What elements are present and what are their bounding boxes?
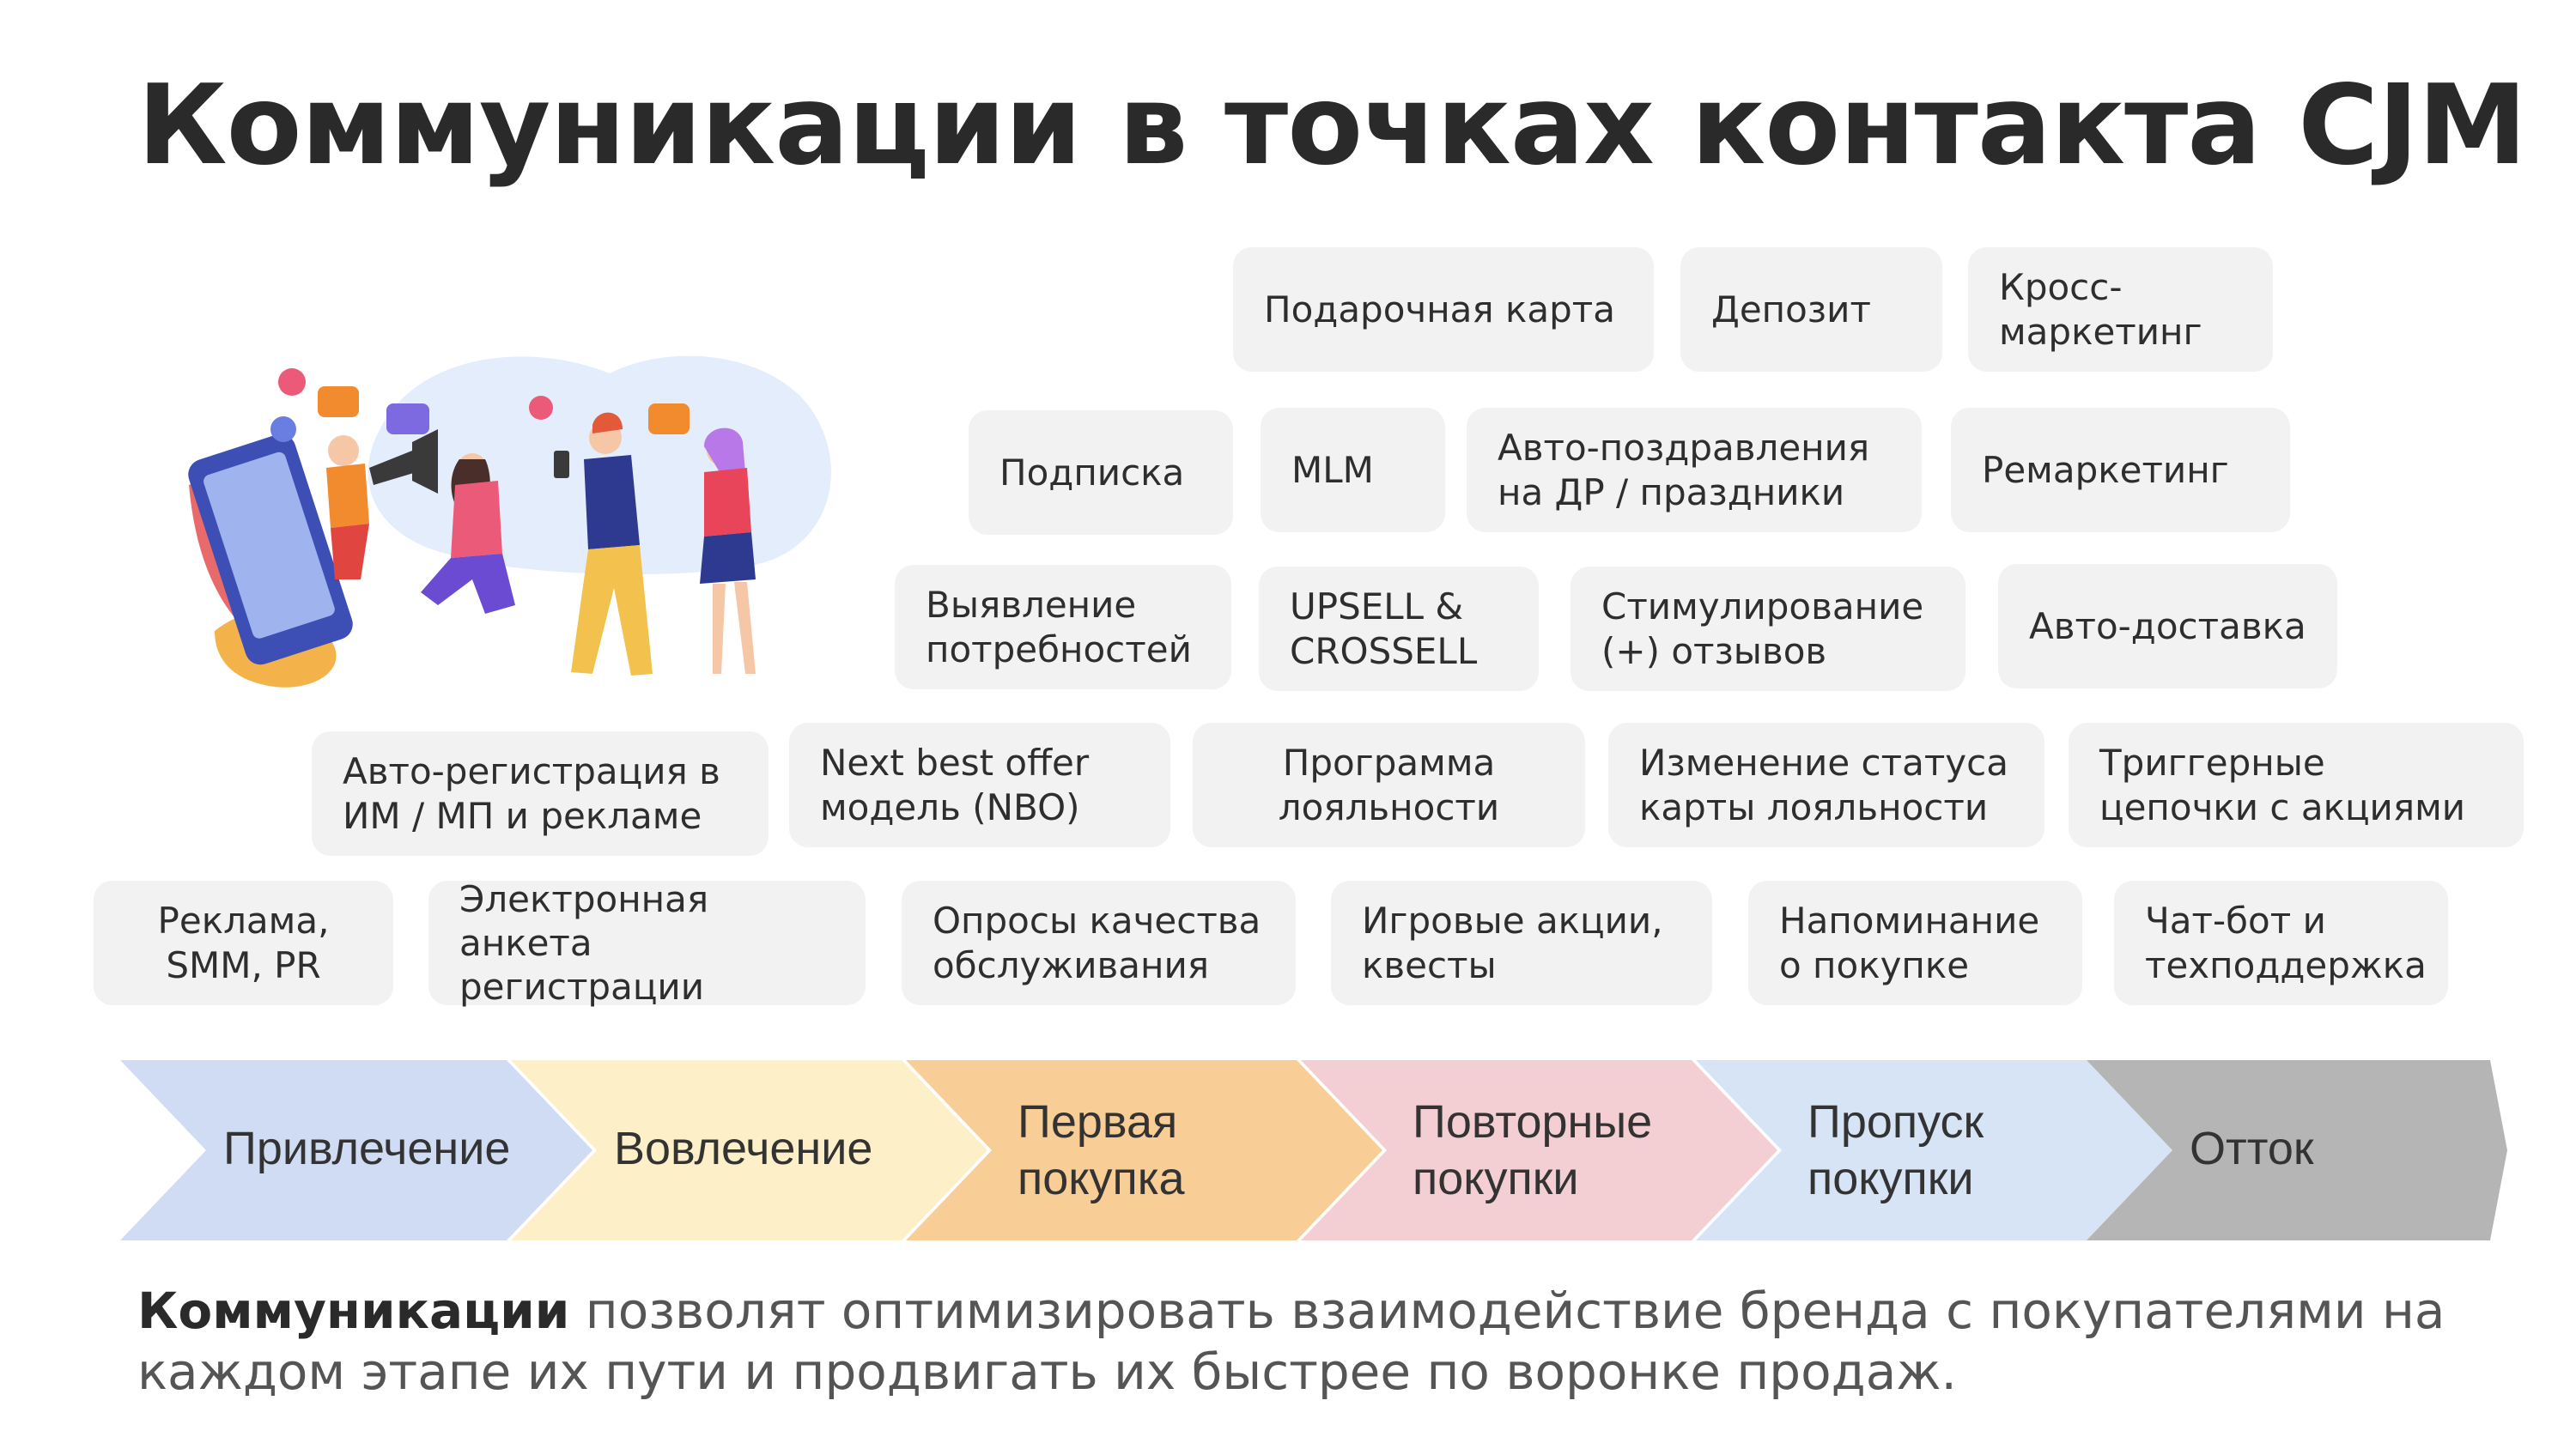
touchpoint-nbo: Next best offer модель (NBO) — [789, 723, 1170, 847]
touchpoint-purchase-reminder: Напоминание о покупке — [1748, 881, 2082, 1005]
stage-label-attraction: Привлечение — [223, 1123, 511, 1174]
stage-label-engagement: Вовлечение — [614, 1123, 873, 1174]
touchpoint-registration-form: Электронная анкета регистрации — [428, 878, 866, 1008]
footer-bold: Коммуникации — [137, 1282, 570, 1340]
touchpoint-game-promos: Игровые акции, квесты — [1331, 881, 1712, 1005]
touchpoint-cross-marketing: Кросс- маркетинг — [1968, 247, 2273, 372]
touchpoint-ads: Реклама, SMM, PR — [94, 881, 393, 1005]
touchpoint-loyalty-program: Программа лояльности — [1193, 723, 1585, 847]
touchpoint-trigger-chains: Триггерные цепочки с акциями — [2069, 723, 2524, 847]
stage-label-churn: Отток — [2190, 1123, 2314, 1174]
touchpoint-chatbot: Чат-бот и техподдержка — [2114, 881, 2448, 1005]
stage-arrow-engagement — [511, 1060, 987, 1240]
stage-arrow-skipped-purchase — [1696, 1060, 2172, 1240]
touchpoint-auto-greetings: Авто-поздравления на ДР / праздники — [1467, 408, 1922, 532]
touchpoint-quality-surveys: Опросы качества обслуживания — [902, 881, 1296, 1005]
stage-label-first-purchase: Первая покупка — [1018, 1096, 1185, 1204]
touchpoint-needs-discovery: Выявление потребностей — [895, 565, 1231, 689]
communication-illustration — [188, 355, 831, 688]
touchpoint-loyalty-status: Изменение статуса карты лояльности — [1608, 723, 2044, 847]
touchpoint-upsell: UPSELL & CROSSELL — [1259, 567, 1539, 691]
touchpoint-deposit: Депозит — [1680, 247, 1942, 372]
touchpoint-remarketing: Ремаркетинг — [1951, 408, 2290, 532]
touchpoint-subscription: Подписка — [969, 410, 1233, 535]
touchpoint-auto-registration: Авто-регистрация в ИМ / МП и рекламе — [312, 731, 769, 856]
stage-arrow-first-purchase — [906, 1060, 1382, 1240]
stage-arrow-repeat-purchases — [1301, 1060, 1777, 1240]
touchpoint-gift-card: Подарочная карта — [1233, 247, 1654, 372]
stage-arrow-churn — [2087, 1060, 2507, 1240]
stage-arrow-attraction — [120, 1060, 592, 1240]
cjm-stages: Привлечение Вовлечение Первая покупка По… — [0, 1056, 2576, 1245]
stage-label-repeat-purchases: Повторные покупки — [1413, 1096, 1653, 1204]
stage-label-skipped-purchase: Пропуск покупки — [1807, 1096, 1984, 1204]
page-title: Коммуникации в точках контакта CJM — [137, 62, 2527, 190]
stage-arrows — [120, 1060, 2507, 1240]
touchpoint-reviews: Стимулирование (+) отзывов — [1571, 567, 1965, 691]
touchpoint-mlm: MLM — [1261, 408, 1445, 532]
footer-statement: Коммуникации позволят оптимизировать вза… — [137, 1281, 2542, 1403]
touchpoint-auto-delivery: Авто-доставка — [1998, 564, 2337, 688]
footer-text: позволят оптимизировать взаимодействие б… — [137, 1282, 2445, 1401]
